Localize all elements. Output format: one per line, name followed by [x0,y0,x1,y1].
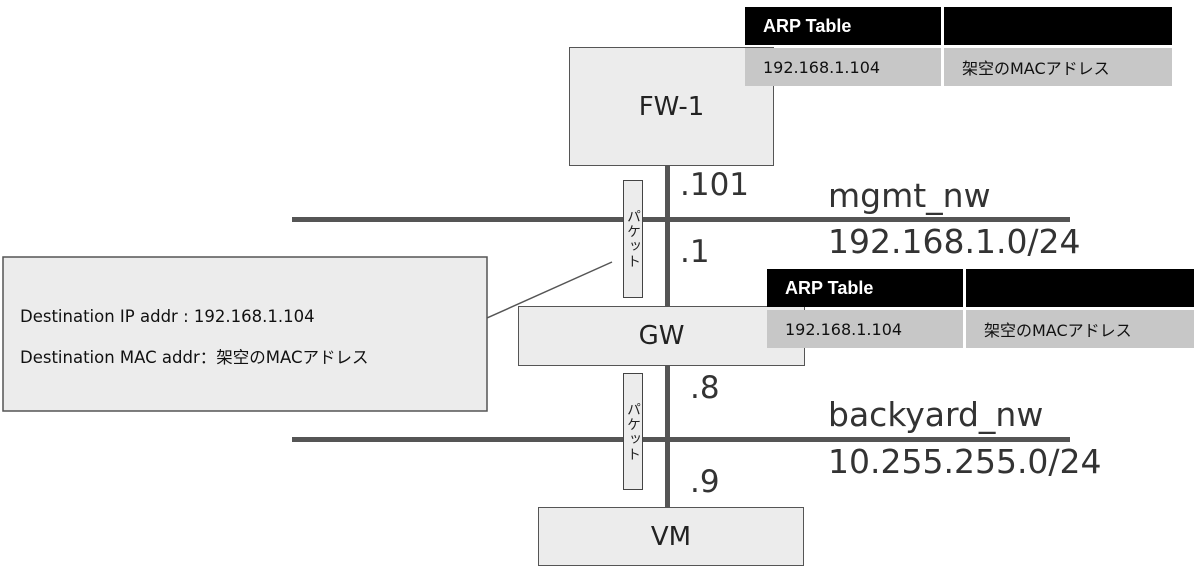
callout-destination-mac: Destination MAC addr：架空のMACアドレス [20,348,369,367]
arp-table-fw1: ARP Table 192.168.1.104 架空のMACアドレス [742,4,1175,89]
backyard-network-cidr: 10.255.255.0/24 [828,442,1102,481]
arp-fw1-header-blank [944,7,1172,45]
gw-backyard-address: .8 [690,370,720,406]
arp-gw-header: ARP Table [767,269,963,307]
fw1-label: FW-1 [638,91,705,122]
vm-node: VM [538,507,804,566]
vm-backyard-address: .9 [690,464,720,500]
link-fw1-mgmt [665,164,670,307]
packet-upper-label: パケット [625,209,641,269]
arp-table-gw: ARP Table 192.168.1.104 架空のMACアドレス [764,266,1197,351]
mgmt-network-cidr: 192.168.1.0/24 [828,222,1081,261]
packet-lower-label: パケット [625,401,641,462]
arp-fw1-ip: 192.168.1.104 [745,48,941,86]
link-gw-vm [665,365,670,508]
packet-lower: パケット [623,373,643,490]
arp-fw1-mac: 架空のMACアドレス [944,48,1172,86]
gw-label: GW [638,321,685,351]
callout-destination-ip: Destination IP addr : 192.168.1.104 [20,307,315,326]
mgmt-network-line [292,217,1070,222]
backyard-network-name: backyard_nw [828,395,1044,434]
backyard-network-line [292,437,1070,442]
arp-fw1-header: ARP Table [745,7,941,45]
arp-gw-ip: 192.168.1.104 [767,310,963,348]
gw-mgmt-address: .1 [680,234,710,270]
packet-upper: パケット [623,180,643,298]
mgmt-network-name: mgmt_nw [828,176,991,215]
fw1-node: FW-1 [569,47,774,166]
arp-gw-header-blank [966,269,1194,307]
arp-gw-mac: 架空のMACアドレス [966,310,1194,348]
callout-shape [2,256,613,412]
fw1-mgmt-address: .101 [680,167,750,203]
vm-label: VM [650,521,692,552]
gw-node: GW [518,306,805,366]
